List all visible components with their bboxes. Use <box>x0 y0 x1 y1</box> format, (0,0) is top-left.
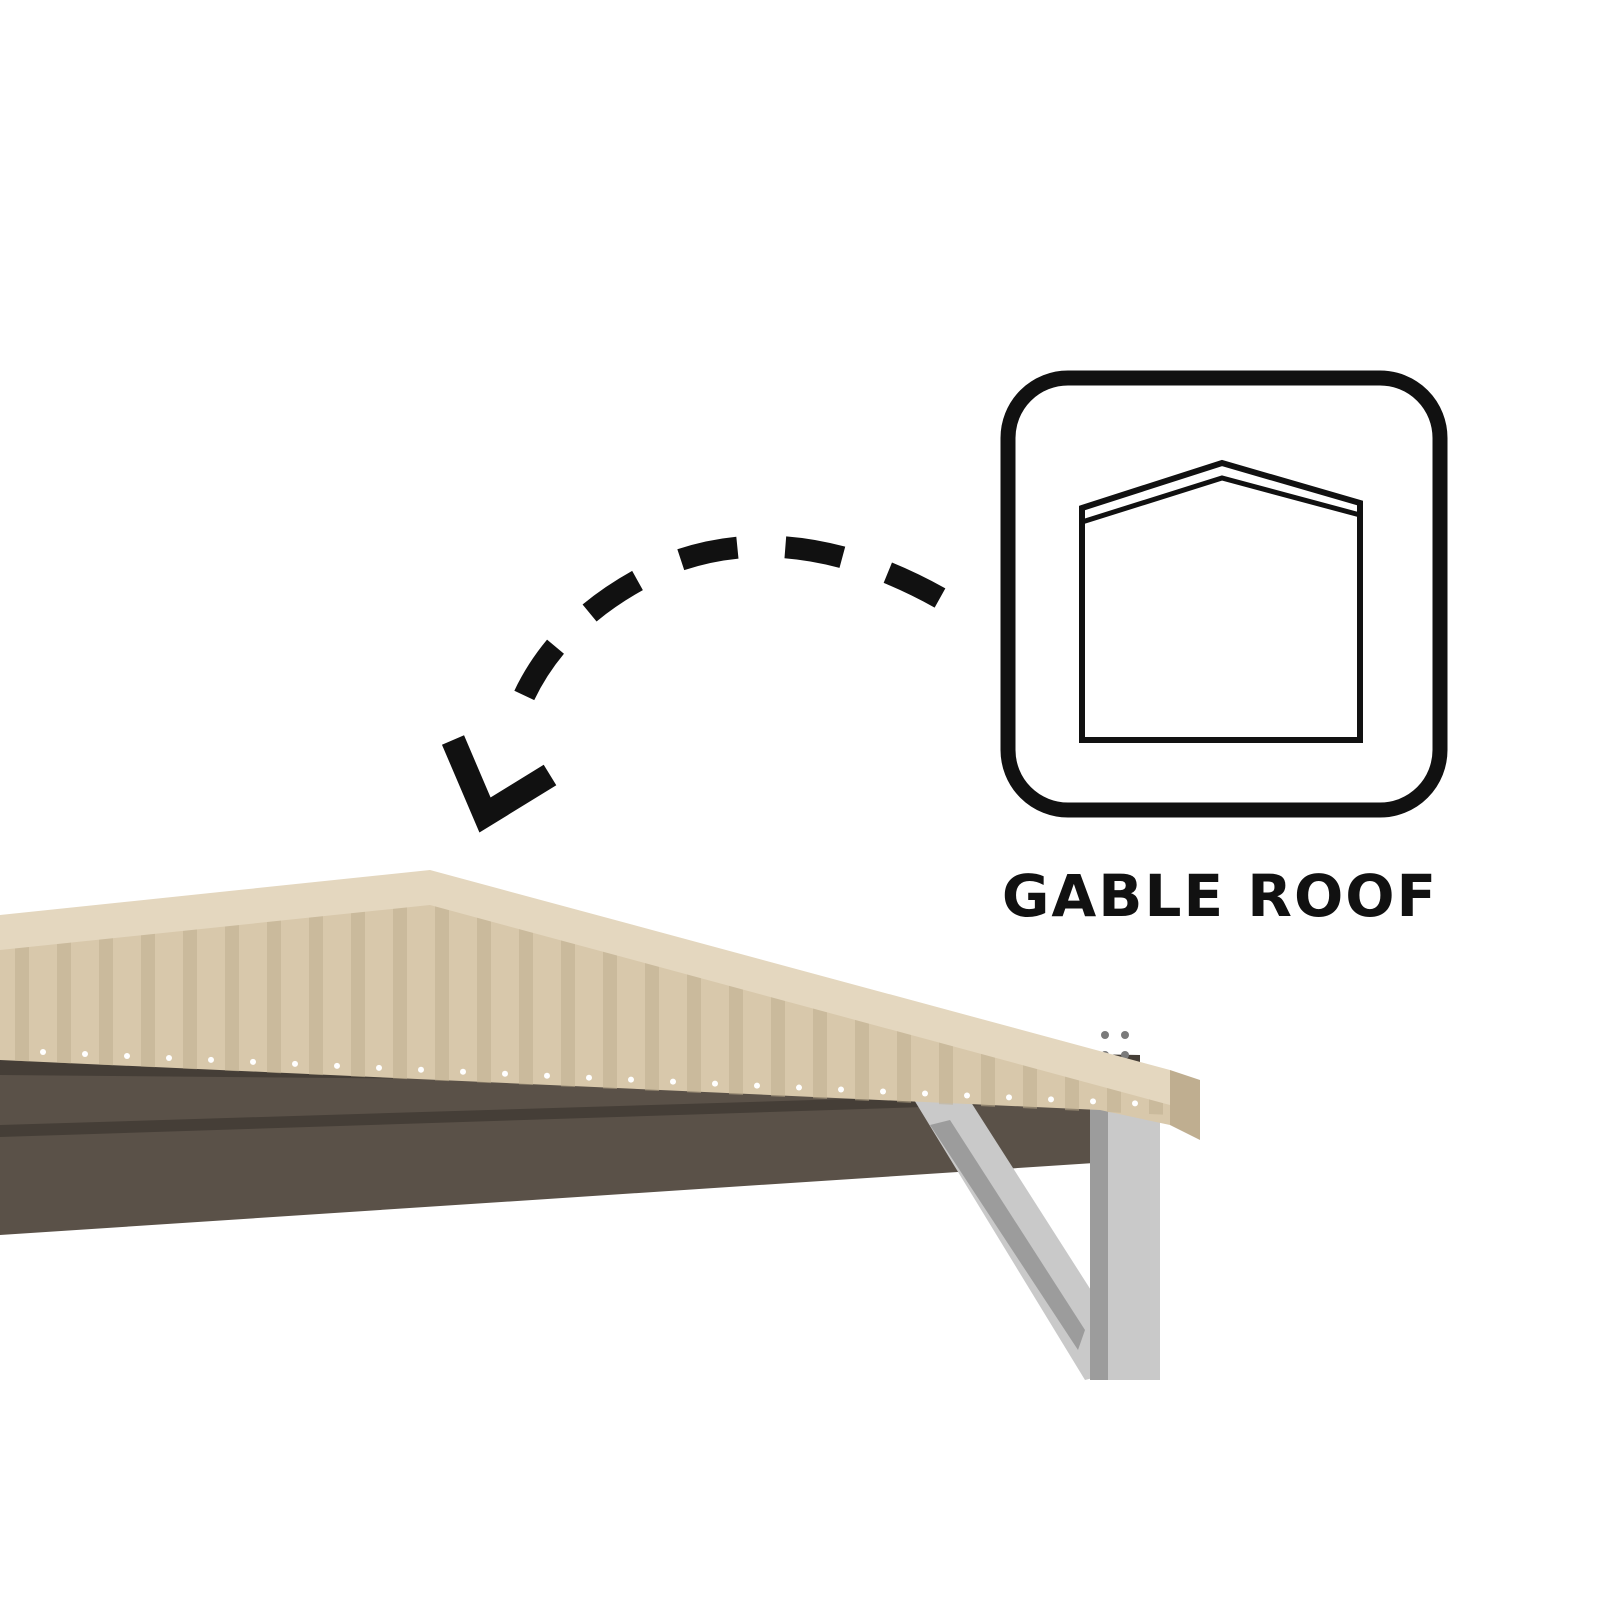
roof-fascia-wall <box>0 895 1170 1125</box>
dashed-arrow-path <box>509 535 946 710</box>
corrugation-rib <box>771 978 785 1097</box>
gable-roof-label: GABLE ROOF <box>1001 862 1439 930</box>
roof-screw <box>880 1088 886 1095</box>
steel-post-shade <box>1090 1080 1108 1380</box>
roof-screw <box>670 1078 676 1085</box>
roof-screw <box>292 1060 298 1067</box>
roof-screw <box>964 1092 970 1099</box>
roof-screw <box>1090 1098 1096 1105</box>
roof-screw <box>628 1076 634 1083</box>
corrugation-ribs <box>15 895 1180 1115</box>
roof-screw <box>1132 1100 1138 1107</box>
arrowhead-icon <box>441 735 557 833</box>
roof-end-cap <box>1170 1070 1200 1140</box>
icon-frame <box>1000 370 1448 818</box>
gable-roof-icon <box>1000 370 1448 818</box>
corrugation-rib <box>183 917 197 1070</box>
corrugation-rib <box>141 920 155 1068</box>
roof-screw <box>334 1062 340 1069</box>
corrugation-rib <box>603 936 617 1090</box>
corrugation-rib <box>687 957 701 1093</box>
roof-screw <box>502 1070 508 1077</box>
corrugation-rib <box>15 932 29 1062</box>
roof-ridge-cap <box>0 870 1170 1105</box>
roof-screw <box>796 1084 802 1091</box>
corrugation-rib <box>519 915 533 1086</box>
main-beam-top-edge <box>0 1090 1140 1137</box>
corrugation-rib <box>267 909 281 1074</box>
icon-roof-line <box>1081 475 1361 525</box>
roof-render <box>0 870 1200 1380</box>
roof-screw <box>712 1080 718 1087</box>
corrugation-rib <box>435 895 449 1082</box>
roof-screw <box>250 1058 256 1065</box>
roof-screw <box>82 1050 88 1057</box>
corrugation-rib <box>351 901 365 1078</box>
icon-building-outline <box>1079 459 1363 743</box>
roof-screw <box>40 1049 46 1056</box>
corrugation-rib <box>225 913 239 1072</box>
main-beam <box>0 1095 1140 1235</box>
brace-strut-shade <box>930 1120 1085 1350</box>
roof-screw <box>754 1082 760 1089</box>
roof-screw <box>544 1072 550 1079</box>
roof-screw <box>922 1090 928 1097</box>
corrugation-rib <box>393 898 407 1080</box>
corrugation-rib <box>855 1000 869 1101</box>
roof-screw <box>1048 1096 1054 1103</box>
corrugation-rib <box>477 904 491 1084</box>
roof-screw <box>1006 1094 1012 1101</box>
corrugation-rib <box>561 925 575 1088</box>
corrugation-rib <box>729 968 743 1095</box>
corrugation-rib <box>57 928 71 1064</box>
roof-screw <box>124 1052 130 1059</box>
corrugation-rib <box>309 905 323 1076</box>
roof-screw <box>838 1086 844 1093</box>
roof-screw <box>166 1054 172 1061</box>
roof-screw <box>208 1056 214 1063</box>
corrugation-rib <box>99 924 113 1066</box>
roof-screw <box>376 1064 382 1071</box>
roof-screw <box>460 1068 466 1075</box>
pointer-arrow <box>441 535 946 833</box>
corrugation-rib <box>645 946 659 1091</box>
roof-screw <box>586 1074 592 1081</box>
corrugation-rib <box>813 989 827 1099</box>
roof-screw <box>418 1066 424 1073</box>
